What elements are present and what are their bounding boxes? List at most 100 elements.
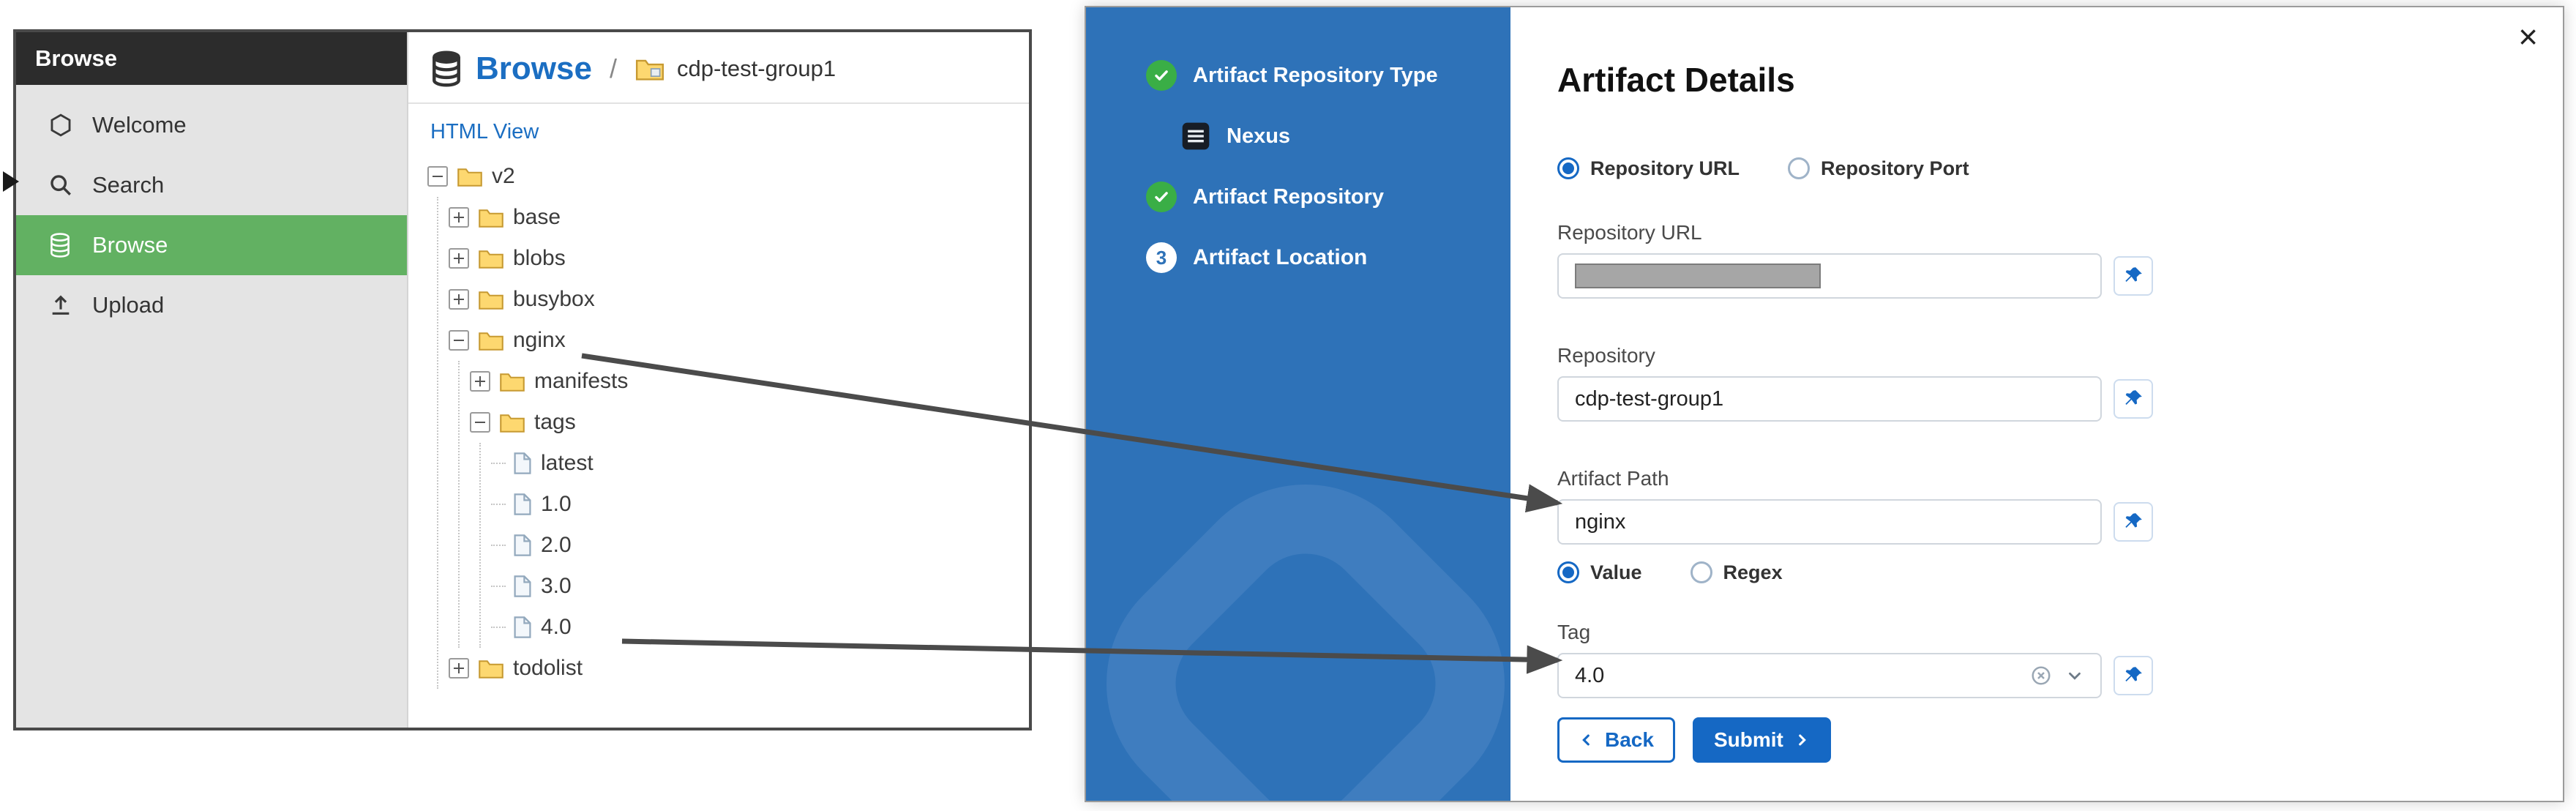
pin-button[interactable] xyxy=(2113,656,2153,695)
radio-label: Regex xyxy=(1723,561,1783,583)
folder-icon xyxy=(499,370,525,392)
pin-button[interactable] xyxy=(2113,256,2153,296)
search-icon xyxy=(48,172,75,198)
tree-group-nginx: manifests tags latest xyxy=(458,361,1029,648)
chevron-left-icon xyxy=(1582,734,1590,746)
radio-selected-icon[interactable] xyxy=(1557,157,1579,179)
step-artifact-repository-type[interactable]: Artifact Repository Type xyxy=(1086,54,1510,97)
collapse-icon[interactable] xyxy=(449,330,469,351)
sidebar-item-label: Welcome xyxy=(92,112,187,138)
folder-icon xyxy=(478,329,504,351)
tree-node-todolist[interactable]: todolist xyxy=(449,648,1029,689)
tree-node-busybox[interactable]: busybox xyxy=(449,279,1029,320)
repository-field: Repository cdp-test-group1 xyxy=(1557,343,2516,422)
tree-node-base[interactable]: base xyxy=(449,197,1029,238)
expand-icon[interactable] xyxy=(449,248,469,269)
tree-connector xyxy=(491,463,506,464)
field-label: Artifact Path xyxy=(1557,467,1669,490)
radio-repository-url[interactable]: Repository URL xyxy=(1557,157,1740,180)
expand-icon[interactable] xyxy=(449,658,469,679)
wizard-steps-panel: Artifact Repository Type Nexus Artifact … xyxy=(1086,7,1510,801)
database-icon xyxy=(48,232,75,258)
document-icon xyxy=(513,616,532,639)
sidebar-header-title: Browse xyxy=(35,45,117,71)
upload-icon xyxy=(48,292,75,318)
sidebar-item-browse[interactable]: Browse xyxy=(16,215,407,275)
pin-button[interactable] xyxy=(2113,379,2153,419)
collapse-icon[interactable] xyxy=(427,166,448,187)
tree-node-manifests[interactable]: manifests xyxy=(470,361,1029,402)
combo-icons xyxy=(2030,665,2084,687)
radio-unselected-icon[interactable] xyxy=(1690,561,1712,583)
tree-group-v2: base blobs busybox ngin xyxy=(437,197,1029,689)
sidebar-item-label: Search xyxy=(92,172,165,198)
redacted-value xyxy=(1575,264,1821,288)
pointer-triangle xyxy=(3,171,19,192)
sidebar-item-welcome[interactable]: Welcome xyxy=(16,95,407,155)
step-artifact-repository[interactable]: Artifact Repository xyxy=(1086,176,1510,218)
submit-button[interactable]: Submit xyxy=(1692,717,1831,763)
folder-icon xyxy=(634,56,665,81)
expand-icon[interactable] xyxy=(449,207,469,228)
tree-connector xyxy=(491,504,506,505)
pin-icon xyxy=(2125,390,2142,405)
sidebar-header: Browse xyxy=(16,32,407,85)
pin-button[interactable] xyxy=(2113,502,2153,542)
tree-node-label: latest xyxy=(541,451,594,475)
html-view-link[interactable]: HTML View xyxy=(430,120,539,143)
tree-node-blobs[interactable]: blobs xyxy=(449,238,1029,279)
step-artifact-location[interactable]: 3 Artifact Location xyxy=(1086,236,1510,279)
tree-node-3-0[interactable]: 3.0 xyxy=(491,566,1029,607)
tree-node-2-0[interactable]: 2.0 xyxy=(491,525,1029,566)
radio-unselected-icon[interactable] xyxy=(1788,157,1811,179)
nexus-browse-window: Browse Welcome Search Browse xyxy=(13,29,1032,730)
document-icon xyxy=(513,452,532,475)
folder-icon xyxy=(457,165,483,187)
back-button[interactable]: Back xyxy=(1557,717,1675,763)
radio-label: Repository URL xyxy=(1590,157,1740,179)
panel-title: Artifact Details xyxy=(1557,61,1795,99)
step-label: Artifact Repository Type xyxy=(1193,63,1438,87)
radio-regex[interactable]: Regex xyxy=(1690,561,1783,584)
sidebar-item-upload[interactable]: Upload xyxy=(16,275,407,335)
repository-input[interactable]: cdp-test-group1 xyxy=(1557,376,2102,422)
expand-icon[interactable] xyxy=(449,289,469,310)
repository-url-input[interactable] xyxy=(1557,253,2102,299)
radio-label: Value xyxy=(1590,561,1642,583)
field-label: Repository URL xyxy=(1557,221,1702,244)
back-button-label: Back xyxy=(1605,728,1654,751)
tag-combobox[interactable]: 4.0 xyxy=(1557,653,2102,698)
folder-icon xyxy=(478,247,504,269)
step-substep-nexus: Nexus xyxy=(1086,115,1510,157)
tree-connector xyxy=(491,627,506,628)
tree-node-label: 2.0 xyxy=(541,533,572,557)
tree-node-tags[interactable]: tags xyxy=(470,402,1029,443)
clear-circle-icon[interactable] xyxy=(2030,665,2052,687)
tree-node-label: busybox xyxy=(513,287,595,311)
expand-icon[interactable] xyxy=(470,371,490,392)
sidebar-item-search[interactable]: Search xyxy=(16,155,407,215)
artifact-path-input[interactable]: nginx xyxy=(1557,499,2102,545)
tree-node-v2[interactable]: v2 xyxy=(427,156,1029,197)
collapse-icon[interactable] xyxy=(470,412,490,433)
document-icon xyxy=(513,493,532,516)
tree-node-nginx[interactable]: nginx xyxy=(449,320,1029,361)
check-icon xyxy=(1146,182,1177,212)
tree-node-4-0[interactable]: 4.0 xyxy=(491,607,1029,648)
artifact-path-field: Artifact Path nginx xyxy=(1557,466,2516,545)
step-label: Artifact Location xyxy=(1193,245,1368,269)
sidebar-nav: Welcome Search Browse Upload xyxy=(16,85,407,335)
tree-node-label: v2 xyxy=(492,164,515,188)
chevron-down-icon[interactable] xyxy=(2065,666,2084,685)
close-icon[interactable]: × xyxy=(2514,19,2542,54)
tree-node-label: 4.0 xyxy=(541,615,572,639)
sidebar: Browse Welcome Search Browse xyxy=(16,32,407,728)
tree-group-tags: latest 1.0 2.0 xyxy=(479,443,1029,648)
tree-node-label: 3.0 xyxy=(541,574,572,598)
input-value: 4.0 xyxy=(1575,663,1605,687)
radio-repository-port[interactable]: Repository Port xyxy=(1788,157,1969,180)
radio-value[interactable]: Value xyxy=(1557,561,1642,584)
tree-node-latest[interactable]: latest xyxy=(491,443,1029,484)
tree-node-1-0[interactable]: 1.0 xyxy=(491,484,1029,525)
radio-selected-icon[interactable] xyxy=(1557,561,1579,583)
